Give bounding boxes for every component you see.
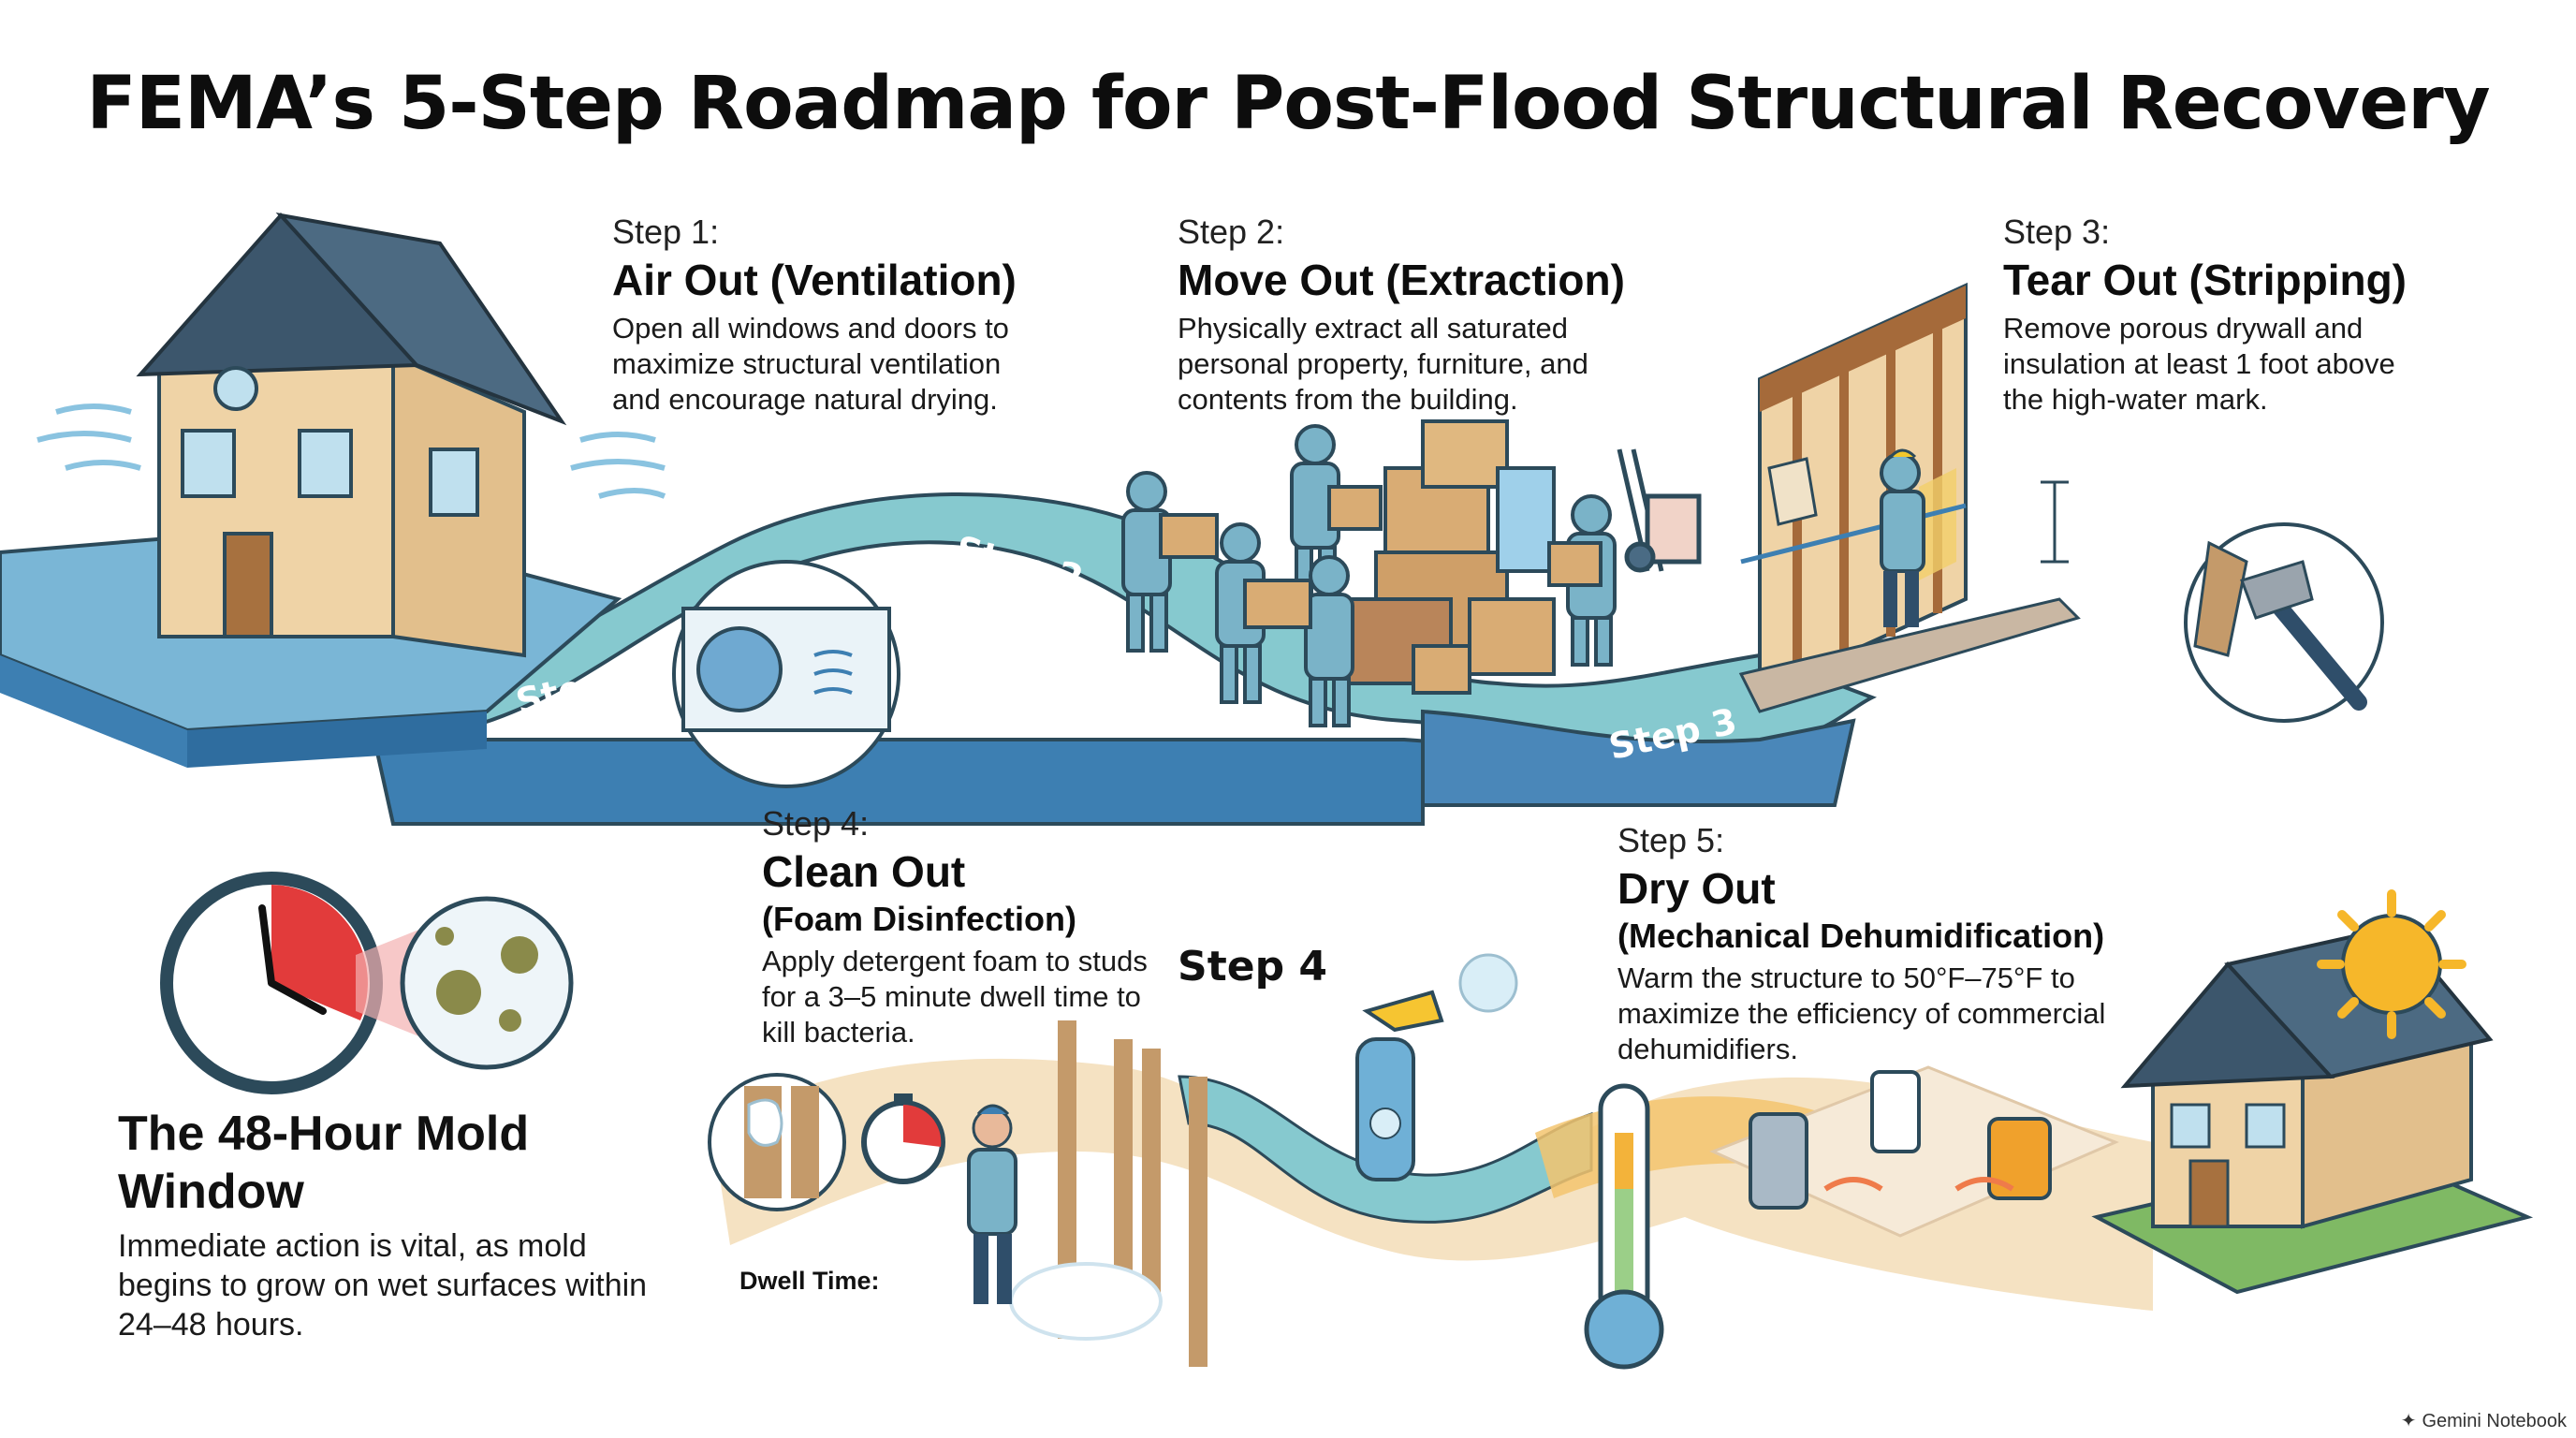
step-3-description: Remove porous drywall and insulation at …: [2003, 312, 2395, 416]
hammer-icon: [2184, 522, 2384, 723]
hand-truck-icon: [1617, 448, 1702, 573]
step-4-block: Step 4: Clean Out (Foam Disinfection) Ap…: [762, 803, 1155, 1050]
demolition-wall-icon: [1738, 282, 2081, 713]
mold-window-title: The 48-Hour Mold Window: [118, 1107, 530, 1219]
step-5-number: Step 5:: [1617, 821, 1725, 859]
step-1-block: Step 1: Air Out (Ventilation) Open all w…: [612, 212, 1052, 418]
mold-window-description: Immediate action is vital, as mold begin…: [118, 1228, 648, 1343]
heater-icon: [1987, 1117, 2052, 1200]
window-fan-icon: [672, 560, 900, 788]
footer-credit: ✦Gemini Notebook: [2401, 1409, 2567, 1432]
road-label-step-4: Step 4: [1178, 943, 1327, 990]
gemini-icon: ✦: [2400, 1411, 2417, 1431]
spray-bottle-icon: [1355, 953, 1518, 1181]
step-3-number: Step 3:: [2003, 213, 2111, 251]
step-1-name: Air Out (Ventilation): [612, 256, 1017, 304]
clock-icon: [160, 872, 383, 1094]
carried-boxes: [1159, 485, 1603, 629]
step-2-name: Move Out (Extraction): [1178, 256, 1625, 304]
step-3-name: Tear Out (Stripping): [2003, 256, 2408, 304]
stopwatch-icon: [861, 1093, 945, 1184]
step-5-subtitle: (Mechanical Dehumidification): [1617, 917, 2105, 955]
step-2-number: Step 2:: [1178, 213, 1285, 251]
step-4-name: Clean Out: [762, 847, 966, 896]
thermometer-icon: [1584, 1083, 1664, 1370]
step-4-number: Step 4:: [762, 804, 870, 843]
sun-icon: [2317, 889, 2466, 1039]
step-5-description: Warm the structure to 50°F–75°F to maxim…: [1617, 961, 2106, 1065]
mold-spores-icon: [356, 896, 574, 1070]
step-3-block: Step 3: Tear Out (Stripping) Remove poro…: [2003, 212, 2424, 418]
drying-room: [1709, 1065, 2119, 1238]
dwell-time-label: Dwell Time:: [739, 1267, 880, 1295]
page-title: FEMA’s 5-Step Roadmap for Post-Flood Str…: [86, 62, 2490, 146]
step-5-block: Step 5: Dry Out (Mechanical Dehumidifica…: [1617, 820, 2142, 1067]
step-2-description: Physically extract all saturated persona…: [1178, 312, 1588, 416]
step-2-block: Step 2: Move Out (Extraction) Physically…: [1178, 212, 1627, 418]
step-5-name: Dry Out: [1617, 864, 1776, 913]
flooded-house-icon: [0, 212, 666, 768]
step-4-description: Apply detergent foam to studs for a 3–5 …: [762, 945, 1148, 1049]
moving-boxes-icon: [1337, 419, 1556, 695]
foam-stud-icon: [708, 1073, 846, 1211]
dry-house-icon: [2091, 924, 2534, 1295]
step-4-subtitle: (Foam Disinfection): [762, 900, 1077, 938]
step-1-number: Step 1:: [612, 213, 720, 251]
step-1-description: Open all windows and doors to maximize s…: [612, 312, 1009, 416]
footer-text: Gemini Notebook: [2422, 1411, 2567, 1431]
dehumidifier-icon: [1749, 1112, 1808, 1210]
studs-and-worker: [967, 1020, 1208, 1367]
